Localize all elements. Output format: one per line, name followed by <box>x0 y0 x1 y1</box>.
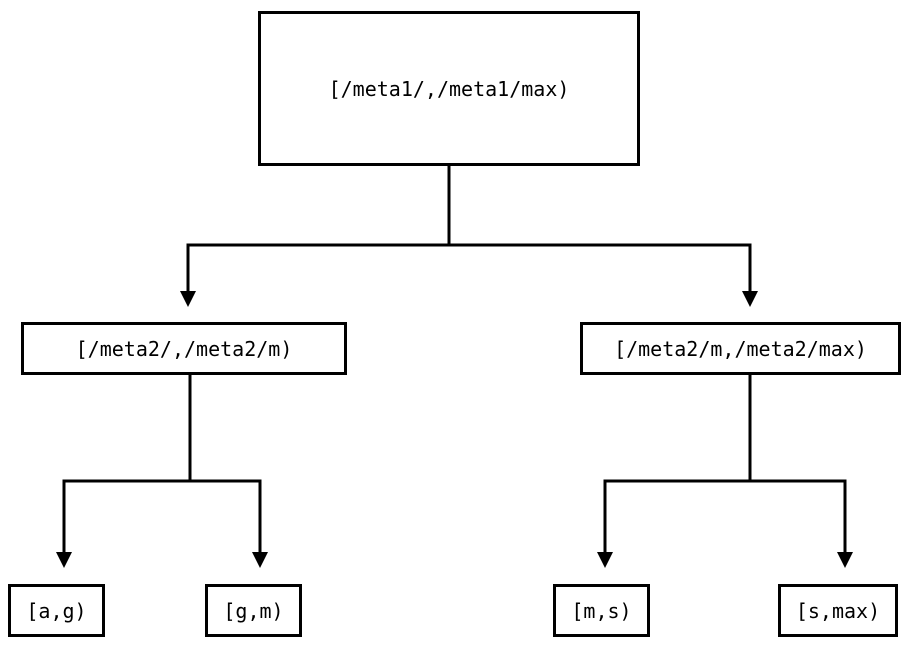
edge-root-to-mid-group <box>180 166 758 307</box>
arrowhead-to-leaf-3 <box>597 552 613 568</box>
node-leaf-s-max-label: [s,max) <box>795 598 881 623</box>
node-root[interactable]: [/meta1/,/meta1/max) <box>258 11 640 166</box>
node-leaf-m-s-label: [m,s) <box>571 598 632 623</box>
node-leaf-a-g[interactable]: [a,g) <box>8 584 105 637</box>
arrowhead-to-leaf-1 <box>56 552 72 568</box>
node-mid-right-label: [/meta2/m,/meta2/max) <box>614 336 867 361</box>
node-leaf-g-m[interactable]: [g,m) <box>205 584 302 637</box>
arrowhead-to-leaf-4 <box>837 552 853 568</box>
node-leaf-s-max[interactable]: [s,max) <box>778 584 898 637</box>
node-leaf-g-m-label: [g,m) <box>223 598 284 623</box>
arrowhead-to-mid-right <box>742 291 758 307</box>
edge-mid-left-to-leaves-group <box>56 375 268 568</box>
edge-mid-right-to-leaves-group <box>597 375 853 568</box>
node-leaf-m-s[interactable]: [m,s) <box>553 584 650 637</box>
node-mid-right[interactable]: [/meta2/m,/meta2/max) <box>580 322 901 375</box>
arrowhead-to-mid-left <box>180 291 196 307</box>
node-leaf-a-g-label: [a,g) <box>26 598 87 623</box>
node-root-label: [/meta1/,/meta1/max) <box>328 76 570 101</box>
node-mid-left[interactable]: [/meta2/,/meta2/m) <box>21 322 347 375</box>
node-mid-left-label: [/meta2/,/meta2/m) <box>75 336 293 361</box>
arrowhead-to-leaf-2 <box>252 552 268 568</box>
